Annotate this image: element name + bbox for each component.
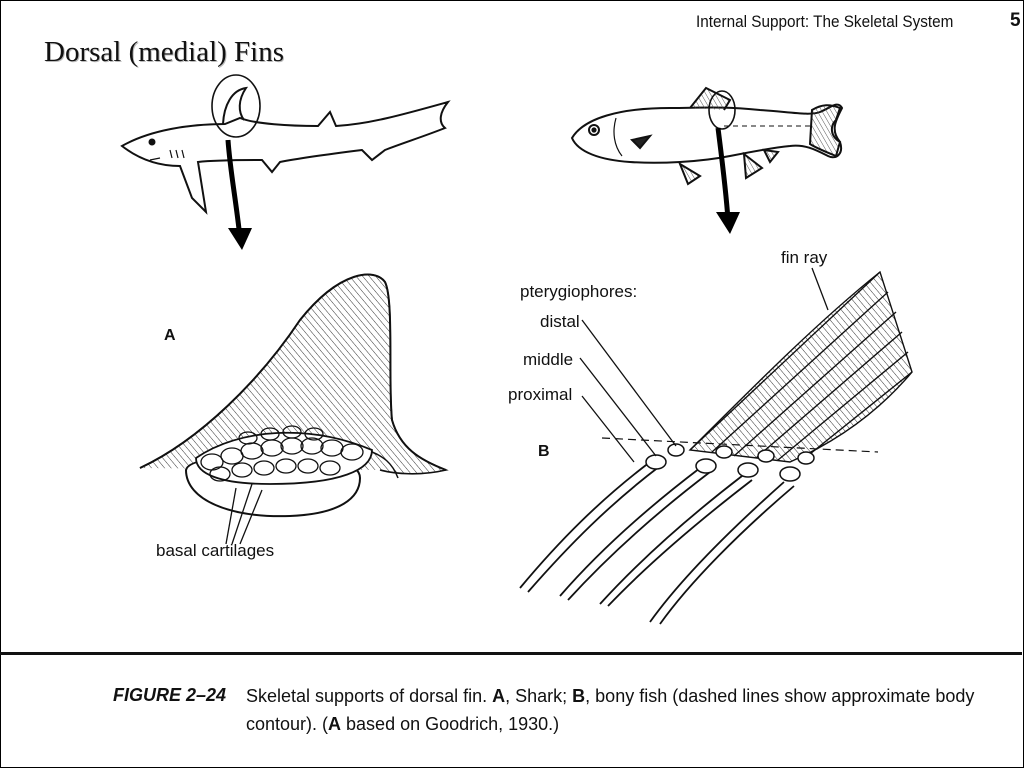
label-pterygiophores: pterygiophores: [520, 282, 638, 301]
label-middle: middle [523, 350, 574, 369]
panel-b-label: B [538, 443, 550, 460]
slide-title: Dorsal (medial) Fins [44, 36, 285, 68]
bony-fin-detail [519, 267, 913, 625]
fish-arrowhead [716, 212, 740, 234]
panel-a-label: A [164, 327, 176, 344]
label-distal: distal [540, 312, 580, 331]
fish-arrow [715, 127, 731, 221]
running-head: Internal Support: The Skeletal System [696, 12, 954, 31]
bony-fish-silhouette [570, 86, 844, 186]
caption-divider [0, 652, 1022, 655]
shark-fin-detail [139, 273, 449, 545]
shark-silhouette [120, 86, 451, 215]
figure-number: FIGURE 2–24 [113, 685, 227, 705]
page-number: 5 [1010, 10, 1021, 31]
fish-fin-highlight-circle [708, 90, 736, 130]
label-proximal: proximal [508, 385, 573, 404]
shark-arrow [225, 139, 243, 239]
shark-arrowhead [228, 228, 252, 250]
label-basal-cartilages: basal cartilages [156, 541, 275, 560]
label-fin-ray: fin ray [781, 248, 828, 267]
shark-fin-highlight-circle [211, 74, 261, 138]
figure-caption: Skeletal supports of dorsal fin. A, Shar… [246, 686, 975, 734]
